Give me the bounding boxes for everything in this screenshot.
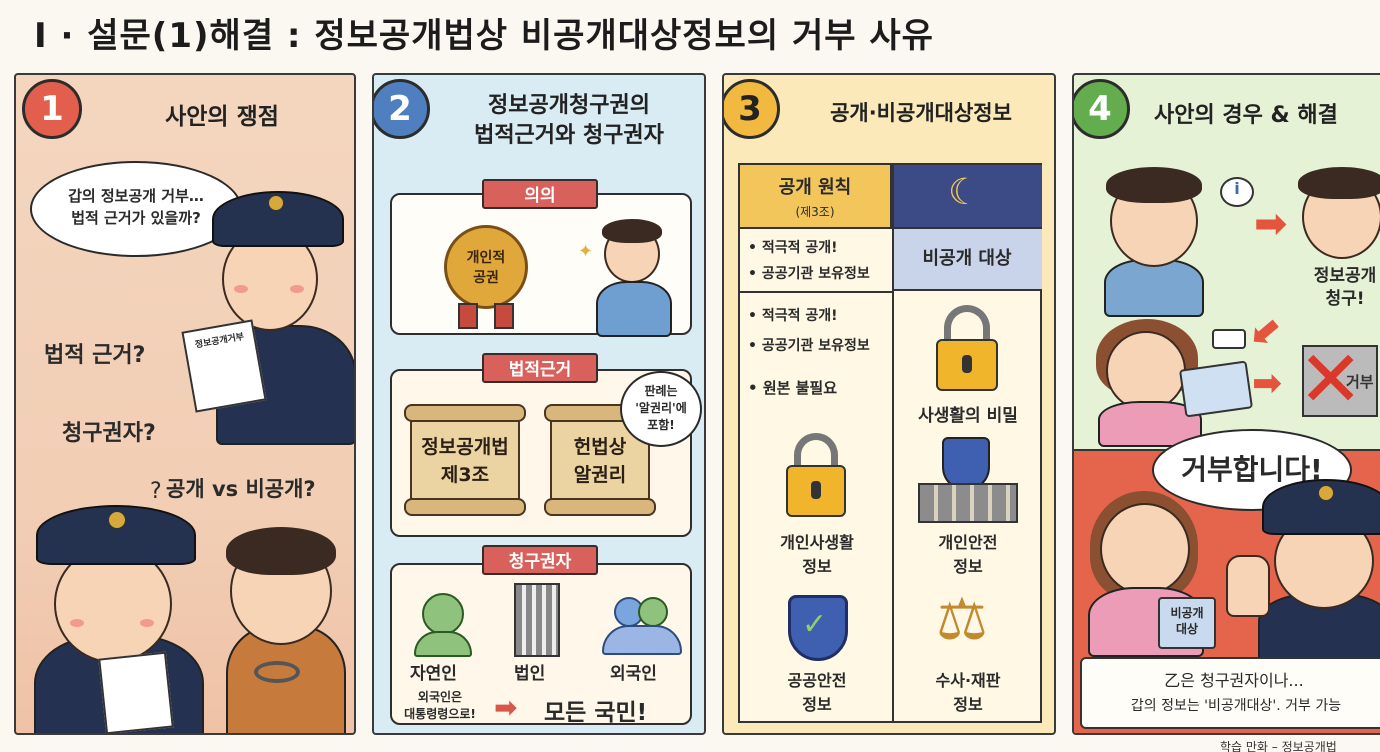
id-card-icon <box>1178 360 1254 418</box>
footer-caption: 학습 만화 – 정보공개법 <box>1220 740 1337 752</box>
handcuffs-icon <box>254 661 300 683</box>
item-public-safety: 공공안전 정보 <box>787 671 847 714</box>
page-title: Ⅰ · 설문(1)해결 : 정보공개법상 비공개대상정보의 거부 사유 <box>34 16 934 56</box>
principle-heading: 공개 원칙 <box>778 177 852 198</box>
speech-bubble: 갑의 정보공개 거부… 법적 근거가 있을까? <box>30 161 242 257</box>
panel-issue: 1 사안의 쟁점 갑의 정보공개 거부… 법적 근거가 있을까? 정보공개거부 … <box>14 73 356 735</box>
conclusion-line-1: 乙은 청구권자이나... <box>1164 671 1304 690</box>
question-legal-basis: 법적 근거? <box>44 343 146 368</box>
foreigner-note: 외국인은 대통령령으로! <box>404 690 476 721</box>
shield-icon <box>942 437 990 491</box>
stop-hand-icon <box>1226 555 1270 617</box>
ribbon-legal: 법적근거 <box>470 353 610 387</box>
top-bullet-2: • 공공기관 보유정보 <box>748 266 870 282</box>
conclusion-box: 乙은 청구권자이나... 갑의 정보는 '비공개대상'. 거부 가능 <box>1080 657 1380 729</box>
label-natural-person: 자연인 <box>410 664 457 684</box>
label-corporation: 법인 <box>514 664 546 684</box>
paper-icon <box>98 651 174 733</box>
sparkle-icon: ✦ <box>578 241 594 262</box>
principle-subheading: (제3조) <box>795 205 835 219</box>
moon-icon: ☾ <box>948 172 981 213</box>
panel-heading: 사안의 경우 & 해결 <box>1154 103 1338 128</box>
item-privacy-secret: 사생활의 비밀 <box>918 406 1018 426</box>
night-header: ☾ <box>892 165 1042 229</box>
top-bullet-1: • 적극적 공개! <box>748 240 838 256</box>
woman-face <box>1106 331 1186 411</box>
check-icon: ✓ <box>802 607 828 642</box>
shield-check-icon <box>788 595 848 661</box>
cross-icon: ✕ <box>1298 335 1364 425</box>
item-personal-privacy: 개인사생활 정보 <box>780 533 854 576</box>
panel-heading: 공개·비공개대상정보 <box>830 101 1012 125</box>
panel-heading: 사안의 쟁점 <box>165 104 279 130</box>
question-claimant: 청구권자? <box>62 421 156 446</box>
ribbon-claimant: 청구권자 <box>470 545 610 579</box>
panel-disclosure-types: 3 공개·비공개대상정보 공개 원칙 (제3조) ☾ 비공개 대상 • 적극적 … <box>722 73 1056 735</box>
arrow-right-icon-2: ➡ <box>1252 363 1283 404</box>
info-icon: i <box>1220 177 1254 207</box>
padlock-icon <box>944 305 990 345</box>
item-investigation-trial: 수사·재판 정보 <box>935 671 1001 714</box>
panel-legal-basis: 2 정보공개청구권의 법적근거와 청구권자 의의 개인적 공권 ✦ 법적근거 정… <box>372 73 706 735</box>
person-icon <box>422 593 464 635</box>
item-personal-safety: 개인안전 정보 <box>938 533 998 576</box>
arrow-right-icon: ➡ <box>494 691 518 724</box>
ribbon-meaning: 의의 <box>470 179 610 213</box>
panel-number: 1 <box>22 79 82 139</box>
precedent-bubble: 판례는 '알권리'에 포함! <box>620 371 702 447</box>
scroll-info-act: 정보공개법 제3조 <box>404 404 526 516</box>
nondisclosure-heading: 비공개 대상 <box>892 229 1042 291</box>
bullet-2: • 공공기관 보유정보 <box>748 338 870 354</box>
conclusion-line-2: 갑의 정보는 '비공개대상'. 거부 가능 <box>1130 698 1342 714</box>
label-foreigner: 외국인 <box>610 664 657 684</box>
scales-icon: ⚖ <box>936 585 988 653</box>
badge-icon <box>268 195 284 211</box>
padlock-icon <box>794 433 838 473</box>
panel-number: 2 <box>374 79 430 139</box>
bullet-1: • 적극적 공개! <box>748 308 838 324</box>
chat-icon <box>1212 329 1246 349</box>
question-mark-icon: ? <box>150 479 162 504</box>
question-disclosure: 공개 vs 비공개? <box>166 477 316 501</box>
arrow-right-icon: ➡ <box>1254 201 1288 247</box>
arrow-icon: ➡ <box>1239 305 1293 361</box>
nondisclosure-card: 비공개 대상 <box>1158 597 1216 649</box>
disclosure-table: 공개 원칙 (제3조) ☾ 비공개 대상 • 적극적 공개! • 공공기관 보유… <box>738 163 1042 723</box>
panel-number: 4 <box>1074 79 1130 139</box>
bullet-3: • 원본 불필요 <box>748 379 838 397</box>
panel-heading: 정보공개청구권의 법적근거와 청구권자 <box>474 93 664 148</box>
medal-public-right: 개인적 공권 <box>444 225 528 309</box>
panel-number: 3 <box>724 79 780 139</box>
document-paper: 정보공개거부 <box>181 319 267 413</box>
building-icon <box>514 583 560 657</box>
boy-body <box>596 281 672 337</box>
request-label: 정보공개 청구! <box>1313 266 1377 309</box>
city-icon <box>918 483 1018 523</box>
woman2-face <box>1100 503 1190 595</box>
rejected-document: 거부 ✕ <box>1298 341 1378 419</box>
panel-resolution: 4 사안의 경우 & 해결 i ➡ 정보공개 청구! ➡ ➡ 거부 ✕ 거부합니… <box>1072 73 1380 735</box>
all-citizens-label: 모든 국민! <box>544 700 648 726</box>
